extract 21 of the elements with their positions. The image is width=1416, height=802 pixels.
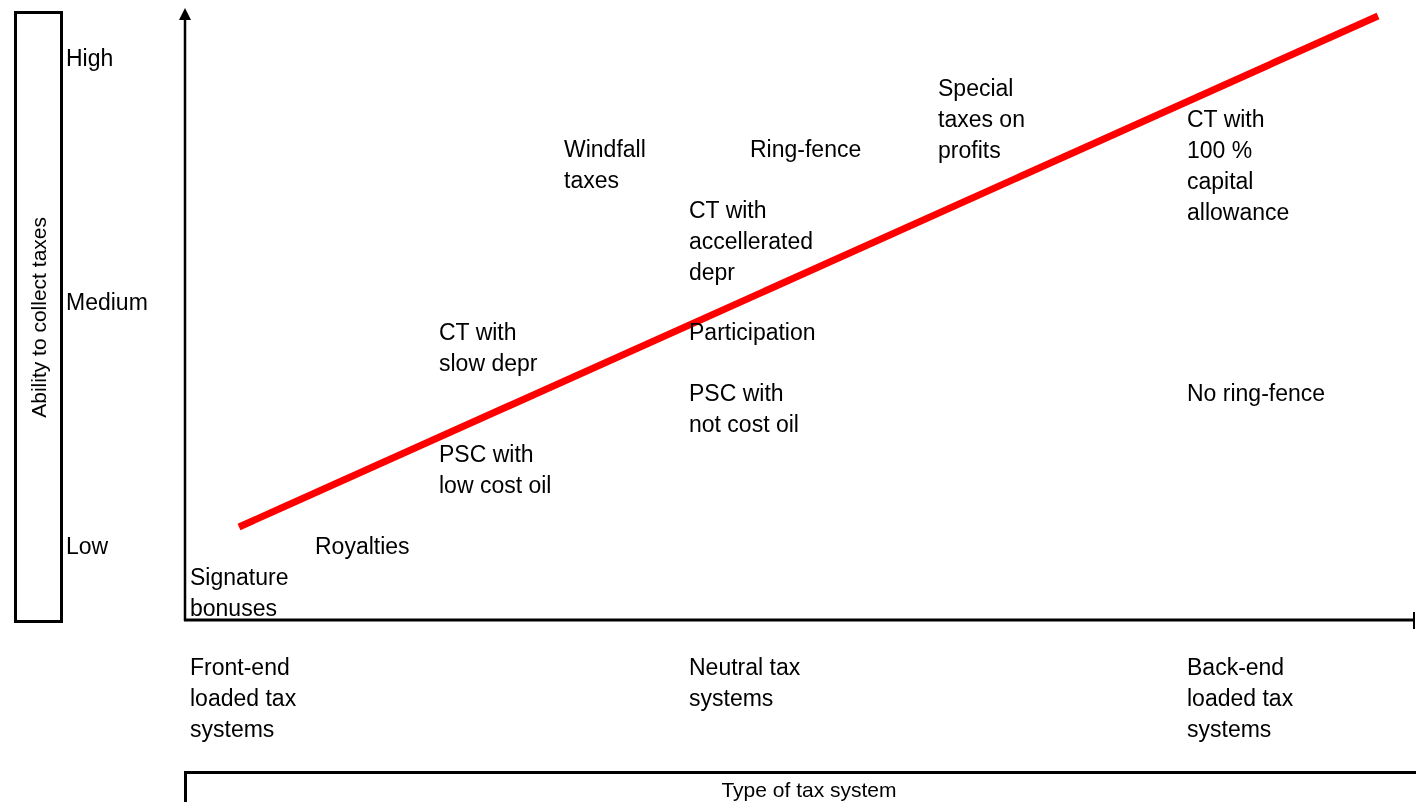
chart-label: No ring-fence [1187, 379, 1326, 408]
chart-label: High [66, 44, 114, 73]
chart-label: CT with 100 % capital allowance [1187, 105, 1291, 227]
chart-label: Back-end loaded tax systems [1187, 653, 1295, 744]
chart-label: Neutral tax systems [689, 653, 802, 713]
chart-label: Signature bonuses [190, 563, 290, 623]
chart-label: PSC with low cost oil [439, 440, 553, 500]
chart-label: Front-end loaded tax systems [190, 653, 298, 744]
axis-title: Type of tax system [721, 777, 897, 802]
chart-label: Medium [66, 288, 148, 317]
chart-label: Royalties [315, 532, 410, 561]
chart-label: Participation [689, 318, 816, 347]
chart-label: Ring-fence [750, 135, 862, 164]
chart-label: PSC with not cost oil [689, 379, 800, 439]
chart-label: Special taxes on profits [938, 74, 1026, 165]
chart-label: Windfall taxes [564, 135, 647, 195]
chart-label: CT with slow depr [439, 318, 539, 378]
chart-label: CT with accellerated depr [689, 196, 815, 287]
axis-title-box [14, 11, 63, 623]
axis-title: Ability to collect taxes [25, 216, 51, 418]
chart-label: Low [66, 532, 109, 561]
